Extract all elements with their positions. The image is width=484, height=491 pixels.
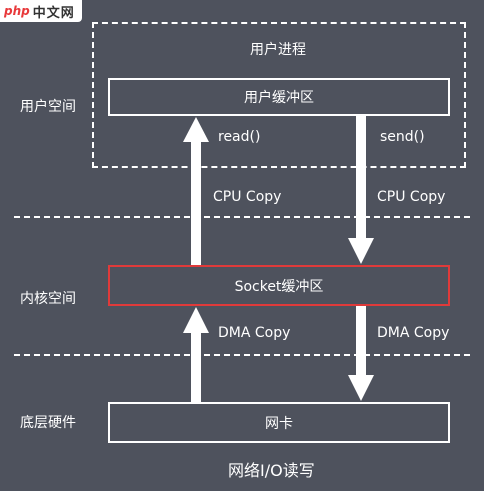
dma-copy-left-label: DMA Copy	[218, 325, 291, 341]
cpu-copy-right-label: CPU Copy	[377, 189, 446, 205]
cpu-copy-left-label: CPU Copy	[213, 189, 282, 205]
read-dma-copy-arrow	[183, 307, 209, 402]
nic-label: 网卡	[265, 415, 293, 432]
nic-box: 网卡	[108, 402, 450, 443]
user-space-label: 用户空间	[20, 99, 76, 115]
kernel-hardware-divider	[14, 354, 470, 356]
hardware-label: 底层硬件	[20, 415, 76, 431]
kernel-space-label: 内核空间	[20, 291, 76, 307]
send-call-label: send()	[380, 129, 425, 145]
user-buffer-box: 用户缓冲区	[108, 78, 450, 116]
user-kernel-divider	[14, 216, 470, 218]
user-process-region	[92, 22, 466, 168]
user-process-title: 用户进程	[250, 42, 306, 58]
diagram-caption: 网络I/O读写	[228, 461, 315, 480]
send-cpu-copy-arrow	[348, 116, 374, 264]
watermark-logo: php 中文网	[0, 0, 82, 22]
socket-buffer-label: Socket缓冲区	[234, 278, 324, 295]
watermark-site-text: 中文网	[32, 5, 75, 21]
read-call-label: read()	[218, 129, 261, 145]
dma-copy-right-label: DMA Copy	[377, 325, 450, 341]
socket-buffer-box: Socket缓冲区	[108, 265, 450, 306]
read-cpu-copy-arrow	[183, 117, 209, 265]
user-buffer-label: 用户缓冲区	[244, 90, 314, 106]
send-dma-copy-arrow	[348, 306, 374, 401]
watermark-php-text: php	[4, 4, 30, 18]
